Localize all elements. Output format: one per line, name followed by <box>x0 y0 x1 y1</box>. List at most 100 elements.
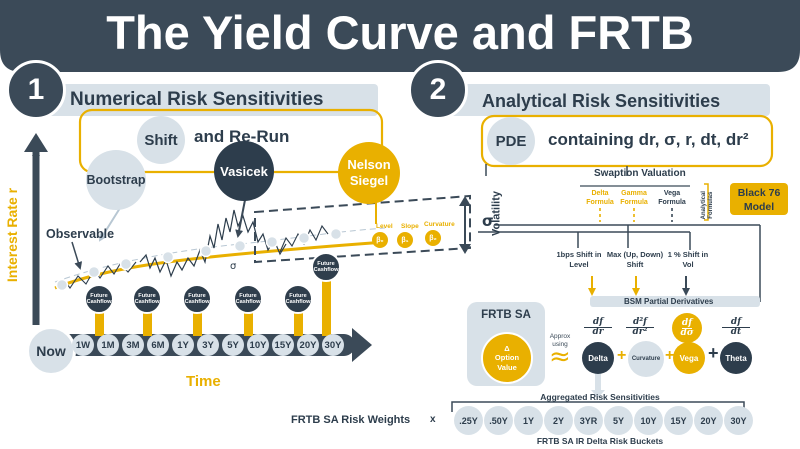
nelson-siegel-label: Nelson Siegel <box>347 156 391 188</box>
vasicek-label: Vasicek <box>220 163 268 179</box>
section1-number-badge: 1 <box>6 60 66 120</box>
bucket-circle: .25Y <box>454 406 483 435</box>
tenor-tick: 1W <box>72 334 94 356</box>
future-cashflow-1y: Future Cashflow <box>182 284 212 314</box>
future-cashflow-3m: Future Cashflow <box>132 284 162 314</box>
section1-header: Numerical Risk Sensitivities <box>70 89 324 110</box>
section2-number-badge: 2 <box>408 60 468 120</box>
bootstrap-label: Bootstrap <box>86 173 146 187</box>
bucket-circle: 3YR <box>574 406 603 435</box>
beta2-symbol: β₂ <box>429 234 437 242</box>
approx-label: Approx using <box>549 333 571 348</box>
vega-derivative-numerator: df <box>681 317 693 329</box>
beta1-badge: β₁ <box>397 232 413 248</box>
gamma-formula: Gamma Formula <box>620 190 648 207</box>
now-circle: Now <box>26 326 76 376</box>
theta-derivative: df dt <box>722 317 750 338</box>
observable-label: Observable <box>46 227 115 241</box>
vasicek-path <box>139 209 287 278</box>
beta1-symbol: β₁ <box>401 236 409 244</box>
beta0-badge: β₀ <box>372 232 388 248</box>
vega-derivative-denominator: dσ <box>680 327 694 338</box>
future-cashflow-label: Future Cashflow <box>235 292 261 305</box>
nelson-siegel-bubble: Nelson Siegel <box>338 142 400 204</box>
delta-formula: Delta Formula <box>586 190 614 207</box>
curvature-greek-label: Curvature <box>631 356 661 362</box>
pde-text: containing dr, σ, r, dt, dr² <box>548 130 749 149</box>
frtb-sa-label: FRTB SA <box>481 309 531 321</box>
curvature-derivative-numerator: d²f <box>626 317 654 329</box>
shift-label: Shift <box>144 131 178 149</box>
bucket-circle: 15Y <box>664 406 693 435</box>
theta-derivative-denominator: dt <box>730 327 742 338</box>
curvature-greek: Curvature <box>628 341 664 377</box>
swaption-title: Swaption Valuation <box>594 168 686 179</box>
future-cashflow-label: Future Cashflow <box>285 292 311 305</box>
future-cashflow-30y: Future Cashflow <box>311 252 341 282</box>
beta0-symbol: β₀ <box>376 236 384 244</box>
future-cashflow-label: Future Cashflow <box>86 292 112 305</box>
future-cashflow-15y: Future Cashflow <box>283 284 313 314</box>
section1-header-bar <box>38 84 378 116</box>
section2-number: 2 <box>429 73 447 106</box>
slope-label: Slope <box>401 223 419 230</box>
curvature-derivative-denominator: dr² <box>632 327 648 338</box>
tenor-tick: 10Y <box>247 334 269 356</box>
future-cashflow-label: Future Cashflow <box>184 292 210 305</box>
delta-greek: Delta <box>582 342 614 374</box>
now-label: Now <box>36 343 66 359</box>
delta-derivative-numerator: df <box>584 317 612 329</box>
bucket-circle: 10Y <box>634 406 663 435</box>
sigma-big: σ <box>482 212 494 230</box>
bucket-circle: 20Y <box>694 406 723 435</box>
option-value-circle: Δ Option Value <box>481 332 533 384</box>
delta-symbol: Δ <box>504 343 510 353</box>
bucket-circle: 30Y <box>724 406 753 435</box>
curvature-derivative: d²f dr² <box>626 317 654 338</box>
tenor-tick: 20Y <box>297 334 319 356</box>
theta-derivative-numerator: df <box>722 317 750 329</box>
theta-greek: Theta <box>720 342 752 374</box>
tenor-tick: 1M <box>97 334 119 356</box>
aggregated-label: Aggregated Risk Sensitivities <box>540 392 660 402</box>
pde-label: PDE <box>495 132 527 150</box>
bucket-circle: 1Y <box>514 406 543 435</box>
x-axis-arrowhead <box>352 328 372 362</box>
plus-3: + <box>708 343 719 363</box>
nelson-siegel-band <box>254 194 471 264</box>
delta-greek-label: Delta <box>588 353 608 363</box>
vega-greek-label: Vega <box>679 353 699 363</box>
title-banner <box>0 0 800 72</box>
analytical-brace <box>704 183 709 221</box>
tenor-tick: 3Y <box>197 334 219 356</box>
y-axis-arrowhead <box>24 133 48 152</box>
beta2-badge: β₂ <box>425 230 441 246</box>
buckets-caption: FRTB SA IR Delta Risk Buckets <box>536 436 664 446</box>
plus-1: + <box>617 347 627 364</box>
shift-bubble: Shift <box>137 116 185 164</box>
curve-dots <box>55 227 343 292</box>
theta-greek-label: Theta <box>725 353 747 363</box>
vasicek-bubble: Vasicek <box>214 141 274 201</box>
bootstrap-bubble: Bootstrap <box>86 150 146 210</box>
shift-level-label: 1bps Shift in Level <box>556 250 602 270</box>
section1-number: 1 <box>27 73 45 106</box>
analytical-formulas-label: Analytical Formulas <box>700 191 714 220</box>
section2-header-bar <box>440 84 770 116</box>
tenor-tick: 30Y <box>322 334 344 356</box>
vol-shift-label: 1 % Shift in Vol <box>667 250 709 270</box>
rerun-label: and Re-Run <box>194 127 290 146</box>
tenor-tick: 15Y <box>272 334 294 356</box>
curvature-label: Curvature <box>424 221 455 228</box>
risk-weights-label: FRTB SA Risk Weights <box>291 414 411 426</box>
y-axis-label: Interest Rate r <box>4 187 20 283</box>
option-value-label: Option Value <box>494 353 520 372</box>
bucket-circle: 2Y <box>544 406 573 435</box>
vega-greek: Vega <box>673 342 705 374</box>
delta-derivative: df dr <box>584 317 612 338</box>
pde-bubble: PDE <box>487 117 535 165</box>
future-cashflow-1w: Future Cashflow <box>84 284 114 314</box>
x-axis-label: Time <box>186 373 221 390</box>
future-cashflow-label: Future Cashflow <box>134 292 160 305</box>
